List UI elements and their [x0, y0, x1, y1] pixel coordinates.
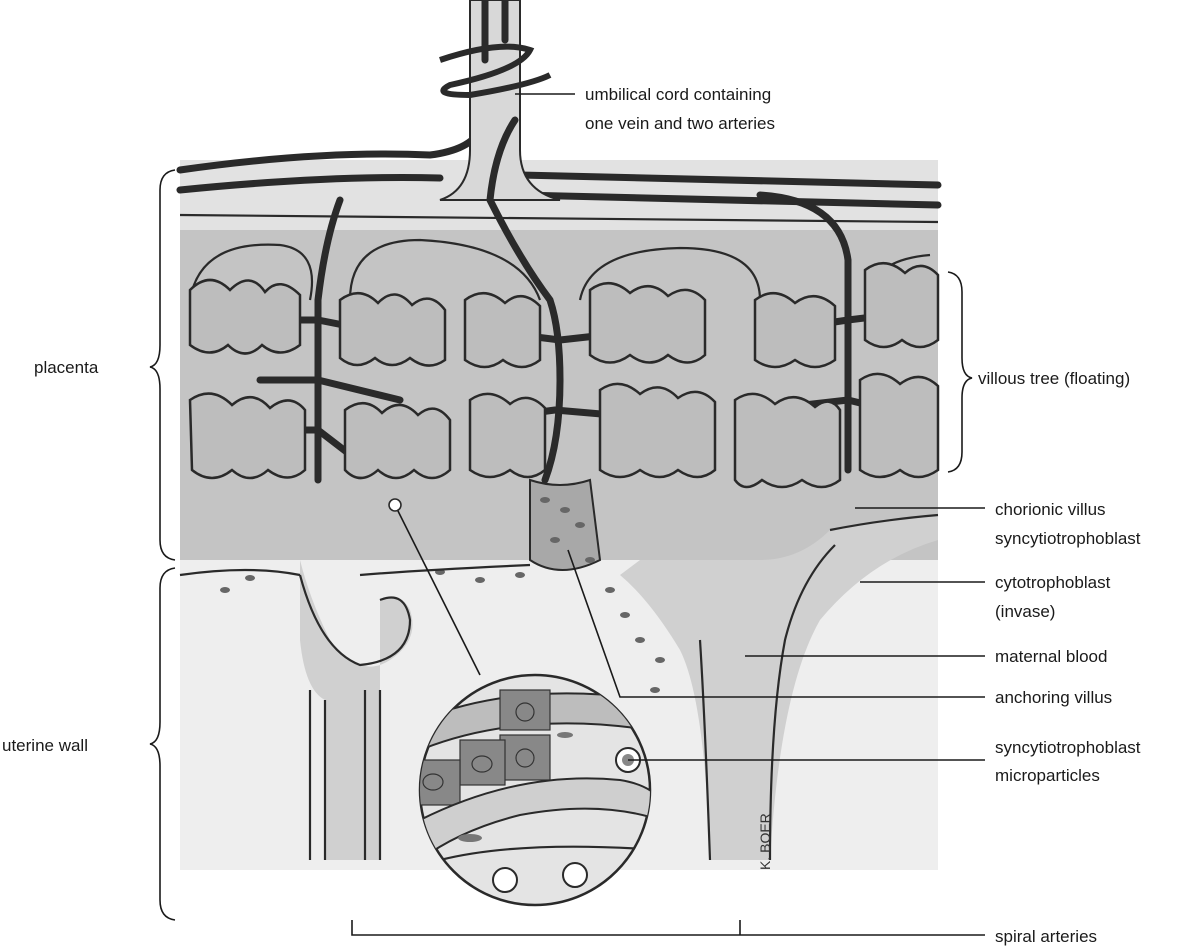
spiral-arteries-label: spiral arteries	[995, 927, 1097, 946]
villous-tree-label: villous tree (floating)	[978, 369, 1130, 388]
placenta-label: placenta	[34, 358, 99, 377]
microparticles-label: syncytiotrophoblast	[995, 738, 1141, 757]
placenta-brace	[150, 170, 175, 560]
umbilical-cord-label-line2: one vein and two arteries	[585, 114, 775, 133]
umbilical-cord-label: umbilical cord containing	[585, 85, 771, 104]
uterine-wall-brace	[150, 568, 175, 920]
illustration: K. BOER	[180, 0, 938, 905]
chorionic-villus-label-line2: syncytiotrophoblast	[995, 529, 1141, 548]
anchoring-villus-label: anchoring villus	[995, 688, 1112, 707]
villous-tree-brace	[948, 272, 972, 472]
artist-signature: K. BOER	[757, 813, 773, 870]
spiral-arteries-leader	[352, 920, 985, 935]
microparticles-label-line2: microparticles	[995, 766, 1100, 785]
maternal-blood-label: maternal blood	[995, 647, 1107, 666]
anchoring-villus-shape	[530, 480, 600, 570]
cytotrophoblast-label: cytotrophoblast	[995, 573, 1111, 592]
uterine-wall-label: uterine wall	[2, 736, 88, 755]
cytotrophoblast-label-line2: (invase)	[995, 602, 1055, 621]
chorionic-villus-label: chorionic villus	[995, 500, 1106, 519]
